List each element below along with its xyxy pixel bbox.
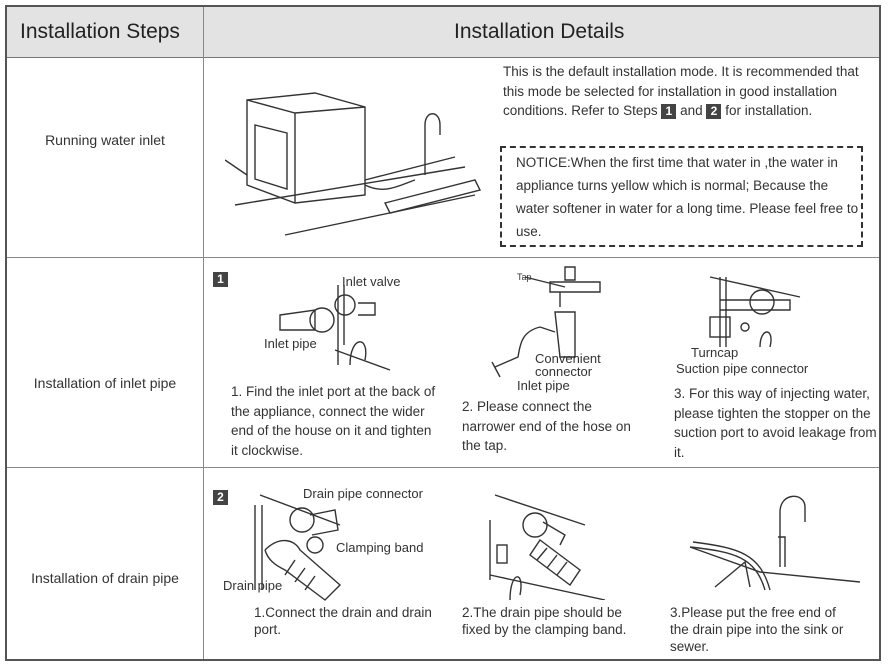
label-tap: Tap (517, 272, 532, 282)
header-installation-steps: Installation Steps (20, 20, 180, 43)
intro-text-before: This is the default installation mode. I… (503, 64, 859, 118)
intro-and: and (680, 103, 703, 118)
clamping-band-illustration (489, 494, 606, 600)
table-header (7, 7, 879, 58)
label-suction-pipe-connector: Suction pipe connector (676, 361, 809, 376)
caption-inlet-3: 3. For this way of injecting water, plea… (674, 386, 877, 460)
caption-drain-1: 1.Connect the drain and drain port. (254, 605, 432, 637)
installation-table: Installation Steps Installation Details … (5, 5, 881, 661)
notice-box: NOTICE:When the first time that water in… (500, 146, 863, 247)
step-inlet-pipe: Installation of inlet pipe (33, 375, 177, 391)
label-convenient-connector: Convenient connector (535, 351, 601, 379)
label-clamping-band: Clamping band (336, 540, 424, 555)
intro-text: This is the default installation mode. I… (503, 62, 868, 121)
caption-drain-2: 2.The drain pipe should be fixed by the … (462, 605, 627, 637)
label-drain-pipe: Drain pipe (223, 578, 283, 593)
label-inlet-pipe-2: Inlet pipe (517, 378, 570, 393)
label-inlet-pipe: Inlet pipe (264, 336, 317, 351)
label-drain-pipe-connector: Drain pipe connector (303, 486, 423, 501)
suction-connector-illustration (709, 276, 801, 348)
step-running-water-inlet: Running water inlet (45, 132, 165, 148)
label-inlet-valve: Inlet valve (342, 274, 401, 289)
inlet-valve-illustration (279, 285, 391, 371)
step-badge-2: 2 (706, 103, 722, 119)
dishwasher-illustration (225, 92, 482, 236)
row-divider (7, 467, 879, 468)
header-installation-details: Installation Details (454, 20, 625, 43)
sink-illustration (689, 495, 860, 591)
tap-connector-illustration (491, 266, 601, 378)
step-drain-pipe: Installation of drain pipe (31, 570, 179, 586)
label-turncap: Turncap (691, 345, 739, 360)
step-badge-2: 2 (213, 490, 228, 505)
drain-connector-illustration (254, 494, 342, 601)
step-badge-1: 1 (661, 103, 677, 119)
column-divider (203, 7, 204, 659)
row-divider (7, 257, 879, 258)
caption-inlet-1: 1. Find the inlet port at the back of th… (231, 384, 436, 458)
step-badge-1: 1 (213, 272, 228, 287)
caption-inlet-2: 2. Please connect the narrower end of th… (462, 399, 631, 453)
intro-text-after: for installation. (725, 103, 813, 118)
caption-drain-3: 3.Please put the free end of the drain p… (670, 605, 844, 654)
